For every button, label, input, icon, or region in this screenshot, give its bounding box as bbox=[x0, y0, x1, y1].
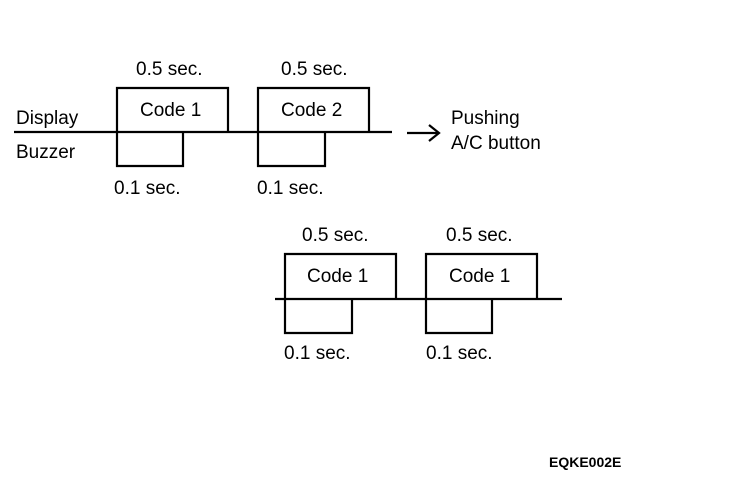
sequence-2-display-pulse-2 bbox=[424, 252, 539, 299]
sequence-2: 0.5 sec. Code 1 0.1 sec. 0.5 sec. Code 1… bbox=[275, 225, 562, 364]
sequence-1-display-pulse-2 bbox=[256, 86, 371, 132]
sequence-1-buzzer-duration-1: 0.1 sec. bbox=[114, 178, 181, 199]
sequence-1-display-duration-1: 0.5 sec. bbox=[136, 59, 203, 80]
sequence-1: 0.5 sec. Code 1 0.1 sec. 0.5 sec. Code 2… bbox=[14, 59, 392, 199]
sequence-2-buzzer-duration-1: 0.1 sec. bbox=[284, 343, 351, 364]
sequence-1-display-duration-2: 0.5 sec. bbox=[281, 59, 348, 80]
sequence-1-buzzer-duration-2: 0.1 sec. bbox=[257, 178, 324, 199]
sequence-2-buzzer-pulse-1 bbox=[283, 299, 354, 335]
sequence-2-display-pulse-1 bbox=[283, 252, 398, 299]
sequence-1-code-2: Code 2 bbox=[281, 100, 342, 121]
figure-reference-code: EQKE002E bbox=[549, 454, 621, 470]
sequence-2-buzzer-pulse-2 bbox=[424, 299, 494, 335]
sequence-2-buzzer-duration-2: 0.1 sec. bbox=[426, 343, 493, 364]
sequence-2-display-duration-1: 0.5 sec. bbox=[302, 225, 369, 246]
sequence-1-display-pulse-1 bbox=[115, 86, 230, 132]
sequence-1-buzzer-pulse-2 bbox=[256, 132, 327, 168]
action-label-line-1: Pushing bbox=[451, 108, 520, 129]
right-arrow-icon bbox=[407, 124, 441, 142]
sequence-1-code-1: Code 1 bbox=[140, 100, 201, 121]
sequence-2-display-duration-2: 0.5 sec. bbox=[446, 225, 513, 246]
sequence-1-buzzer-pulse-1 bbox=[115, 132, 185, 168]
buzzer-row-label: Buzzer bbox=[16, 142, 76, 163]
action-label-line-2: A/C button bbox=[451, 133, 541, 154]
display-row-label: Display bbox=[16, 108, 79, 129]
sequence-2-code-1: Code 1 bbox=[307, 266, 368, 287]
sequence-2-code-2: Code 1 bbox=[449, 266, 510, 287]
